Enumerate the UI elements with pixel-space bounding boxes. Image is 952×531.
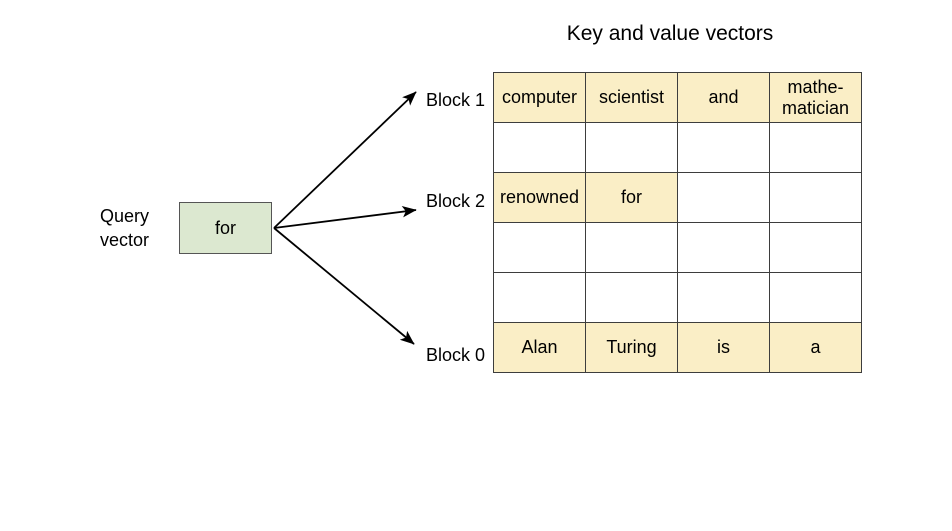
- table-cell-token[interactable]: is: [677, 322, 770, 373]
- table-cell-token[interactable]: for: [585, 172, 678, 223]
- table-cell-empty[interactable]: [493, 122, 586, 173]
- table-cell-empty[interactable]: [769, 222, 862, 273]
- query-vector-label-line1: Query: [100, 206, 150, 226]
- page-title: Key and value vectors: [566, 22, 774, 45]
- table-cell-token[interactable]: Alan: [493, 322, 586, 373]
- table-cell-empty[interactable]: [585, 222, 678, 273]
- table-cell-token[interactable]: a: [769, 322, 862, 373]
- table-cell-empty[interactable]: [493, 222, 586, 273]
- table-cell-empty[interactable]: [769, 272, 862, 323]
- block-label-bottom: Block 0: [425, 345, 485, 365]
- arrow-to-block-2: [273, 206, 417, 229]
- table-cell-empty[interactable]: [585, 122, 678, 173]
- table-row: [493, 122, 862, 173]
- query-vector-box[interactable]: for: [179, 202, 272, 254]
- block-label-middle: Block 2: [425, 191, 485, 211]
- query-vector-token: for: [214, 217, 236, 238]
- table-cell-token[interactable]: mathe-matician: [769, 72, 862, 123]
- table-cell-token[interactable]: and: [677, 72, 770, 123]
- table-cell-token[interactable]: Turing: [585, 322, 678, 373]
- table-cell-empty[interactable]: [677, 122, 770, 173]
- table-cell-token[interactable]: computer: [493, 72, 586, 123]
- arrow-to-block-0: [273, 227, 415, 345]
- table-cell-empty[interactable]: [769, 122, 862, 173]
- table-cell-empty[interactable]: [493, 272, 586, 323]
- block-label-top: Block 1: [425, 90, 485, 110]
- query-vector-label-line2: vector: [100, 230, 150, 250]
- table-cell-empty[interactable]: [677, 172, 770, 223]
- table-cell-empty[interactable]: [585, 272, 678, 323]
- table-cell-token[interactable]: scientist: [585, 72, 678, 123]
- table-row: [493, 272, 862, 323]
- table-row: [493, 222, 862, 273]
- table-cell-empty[interactable]: [769, 172, 862, 223]
- table-cell-token[interactable]: renowned: [493, 172, 586, 223]
- query-vector-label: Query vector: [100, 204, 178, 252]
- table-cell-empty[interactable]: [677, 222, 770, 273]
- table-cell-empty[interactable]: [677, 272, 770, 323]
